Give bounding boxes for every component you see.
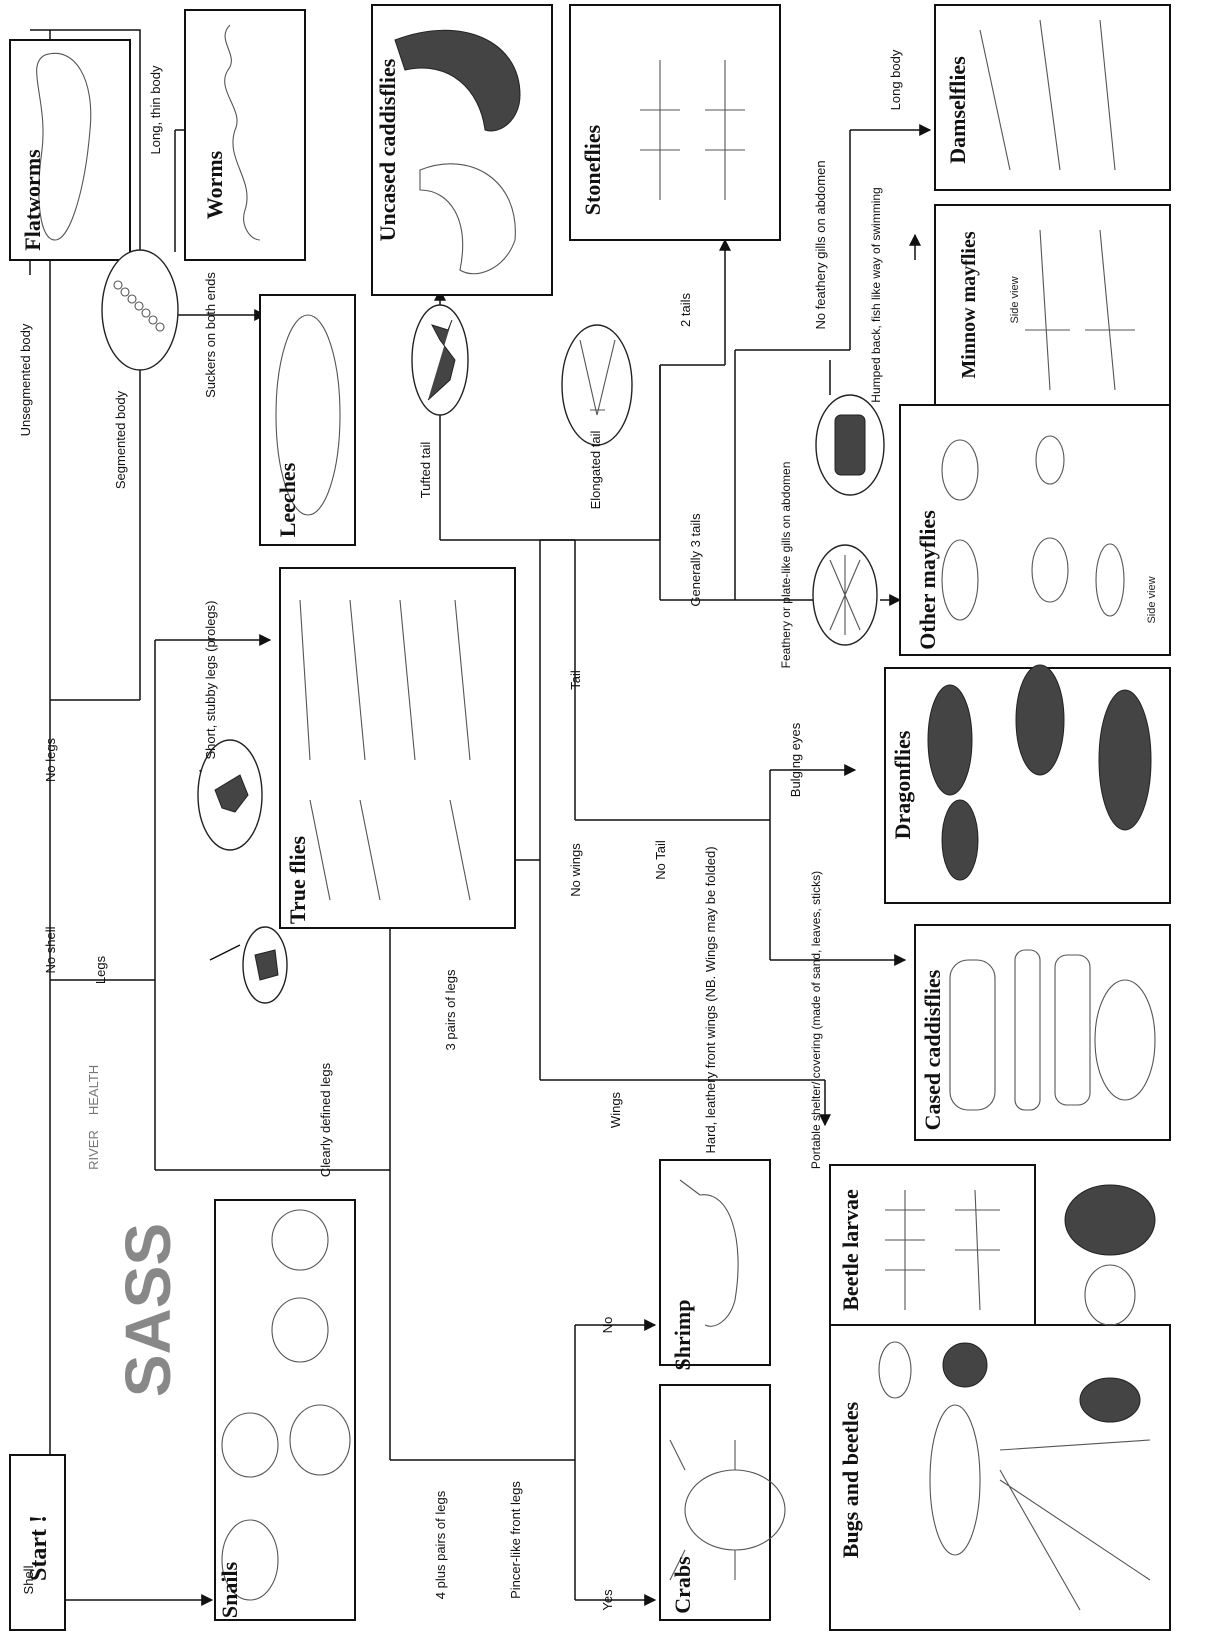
note-side-view-2: Side view [1146,576,1158,623]
edge-two-tails: 2 tails [678,293,693,327]
group-cased-caddisflies: Cased caddisflies [920,969,945,1130]
edge-generally-three-tails: Generally 3 tails [688,513,703,607]
group-damselflies: Damselflies [945,56,970,164]
edge-unsegmented-body: Unsegmented body [18,323,33,436]
group-bugs-and-beetles: Bugs and beetles [838,1401,863,1558]
group-dragonflies: Dragonflies [890,730,915,839]
edge-humped-back: Humped back, fish like way of swimming [869,187,883,402]
edge-no-feathery-gills: No feathery gills on abdomen [813,160,828,329]
svg-text:HEALTH: HEALTH [86,1065,101,1115]
group-leeches: Leeches [275,462,300,537]
edge-feathery-gills: Feathery or plate-like gills on abdomen [779,462,793,669]
edge-clearly-defined-legs: Clearly defined legs [318,1062,333,1177]
group-crabs: Crabs [670,1556,695,1614]
edge-no-legs: No legs [43,737,58,782]
svg-text:RIVER: RIVER [86,1130,101,1170]
edge-no-tail: No Tail [653,840,668,880]
edge-pincer-front-legs: Pincer-like front legs [508,1481,523,1599]
group-uncased-caddisflies: Uncased caddisflies [375,58,400,241]
edge-yes: Yes [600,1589,615,1611]
edge-no-shell: No shell [43,926,58,973]
edge-long-body: Long body [888,49,903,110]
group-beetle-larvae: Beetle larvae [838,1189,863,1311]
edge-elongated-tail: Elongated tail [588,430,603,509]
group-worms: Worms [202,150,227,219]
edge-three-pairs-legs: 3 pairs of legs [443,969,458,1050]
edge-tail: Tail [568,670,583,690]
edge-hard-front-wings: Hard, leathery front wings (NB. Wings ma… [703,846,718,1153]
edge-no: No [600,1317,615,1334]
svg-text:SASS: SASS [112,1223,184,1397]
edge-bulging-eyes: Bulging eyes [788,722,803,797]
sass-logo: SASS RIVER HEALTH [86,1065,184,1397]
group-true-flies: True flies [285,835,310,924]
edge-suckers-both-ends: Suckers on both ends [203,272,218,398]
group-other-mayflies: Other mayflies [915,510,940,650]
edge-long-thin-body: Long, thin body [148,65,163,154]
note-side-view-1: Side view [1009,276,1021,323]
group-boxes [10,5,1170,1630]
edge-short-stubby-legs: Short, stubby legs (prolegs) [203,601,218,760]
edge-no-wings: No wings [568,843,583,897]
edge-legs: Legs [93,955,108,984]
group-snails: Snails [217,1561,242,1618]
group-stoneflies: Stoneflies [580,124,605,215]
humped-gills-icon [835,415,865,475]
edge-portable-shelter: Portable shelter/ covering (made of sand… [809,871,823,1169]
edge-four-plus-pairs-legs: 4 plus pairs of legs [433,1490,448,1599]
group-minnow-mayflies: Minnow mayflies [958,231,980,378]
group-flatworms: Flatworms [20,149,45,251]
group-shrimp: Shrimp [670,1300,695,1371]
edge-segmented-body: Segmented body [113,390,128,489]
edge-shell: Shell [21,1565,36,1594]
edge-wings: Wings [608,1091,623,1128]
edge-tufted-tail: Tufted tail [418,442,433,499]
